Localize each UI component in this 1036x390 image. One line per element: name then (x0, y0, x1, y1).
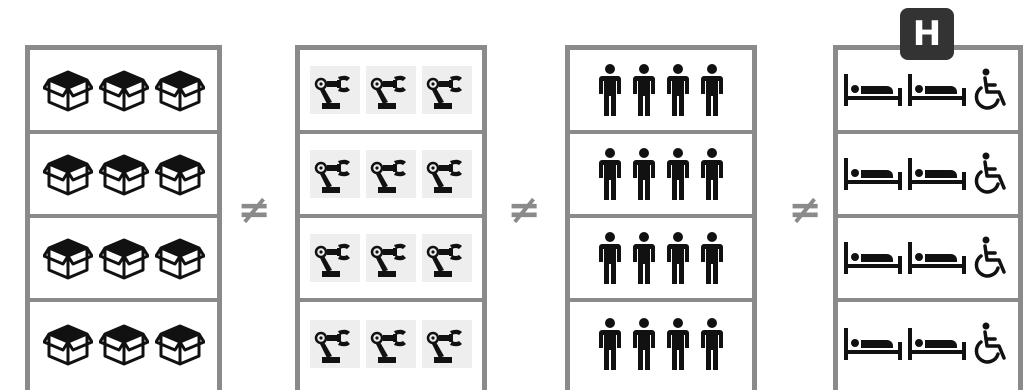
robot-arm-icon (310, 66, 360, 114)
hospital-badge-label: H (912, 14, 942, 54)
person-icon (667, 64, 689, 116)
person-icon (633, 232, 655, 284)
robot-arm-icon (366, 234, 416, 282)
robot-arm-icon (366, 320, 416, 368)
hospital-shelf (833, 45, 1023, 390)
package-box-icon (154, 320, 205, 368)
person-icon (701, 148, 723, 200)
shelf-row (570, 302, 752, 386)
shelf-row (30, 50, 217, 134)
person-icon (599, 64, 621, 116)
person-icon (599, 148, 621, 200)
robot-arm-icon (310, 150, 360, 198)
hospital-bed-icon (844, 242, 902, 274)
person-icon (633, 148, 655, 200)
hospital-bed-icon (844, 74, 902, 106)
hospital-badge: H (900, 8, 954, 60)
person-icon (633, 64, 655, 116)
office-shelf (565, 45, 757, 390)
robot-arm-icon (422, 234, 472, 282)
not-equal-sign: ≠ (237, 187, 271, 233)
package-box-icon (154, 150, 205, 198)
package-box-icon (154, 66, 205, 114)
package-box-icon (98, 320, 149, 368)
person-icon (701, 232, 723, 284)
wheelchair-icon (972, 151, 1012, 197)
shelf-row (300, 134, 482, 218)
shelf-row (838, 302, 1018, 386)
package-box-icon (42, 234, 93, 282)
robot-arm-icon (422, 150, 472, 198)
package-box-icon (98, 150, 149, 198)
shelf-row (838, 134, 1018, 218)
person-icon (667, 232, 689, 284)
person-icon (667, 148, 689, 200)
hospital-bed-icon (844, 328, 902, 360)
robot-arm-icon (366, 150, 416, 198)
shelf-row (30, 134, 217, 218)
shelf-row (838, 218, 1018, 302)
package-box-icon (42, 150, 93, 198)
wheelchair-icon (972, 235, 1012, 281)
package-box-icon (98, 234, 149, 282)
package-box-icon (42, 320, 93, 368)
hospital-bed-icon (844, 158, 902, 190)
shelf-row (30, 302, 217, 386)
shelf-row (300, 302, 482, 386)
wheelchair-icon (972, 321, 1012, 367)
not-equal-sign: ≠ (507, 187, 541, 233)
shelf-row (300, 218, 482, 302)
robot-arm-icon (366, 66, 416, 114)
hospital-bed-icon (908, 158, 966, 190)
robot-arm-icon (310, 320, 360, 368)
shelf-row (838, 50, 1018, 134)
shelf-row (300, 50, 482, 134)
warehouse-shelf (25, 45, 222, 390)
package-box-icon (98, 66, 149, 114)
robot-arm-icon (422, 66, 472, 114)
hospital-bed-icon (908, 74, 966, 106)
person-icon (701, 64, 723, 116)
person-icon (701, 318, 723, 370)
robot-arm-icon (310, 234, 360, 282)
not-equal-sign: ≠ (788, 187, 822, 233)
shelf-row (570, 218, 752, 302)
package-box-icon (154, 234, 205, 282)
hospital-bed-icon (908, 242, 966, 274)
package-box-icon (42, 66, 93, 114)
person-icon (599, 232, 621, 284)
robot-arm-icon (422, 320, 472, 368)
hospital-bed-icon (908, 328, 966, 360)
person-icon (599, 318, 621, 370)
shelf-row (570, 134, 752, 218)
wheelchair-icon (972, 67, 1012, 113)
shelf-row (30, 218, 217, 302)
person-icon (633, 318, 655, 370)
person-icon (667, 318, 689, 370)
shelf-row (570, 50, 752, 134)
factory-shelf (295, 45, 487, 390)
